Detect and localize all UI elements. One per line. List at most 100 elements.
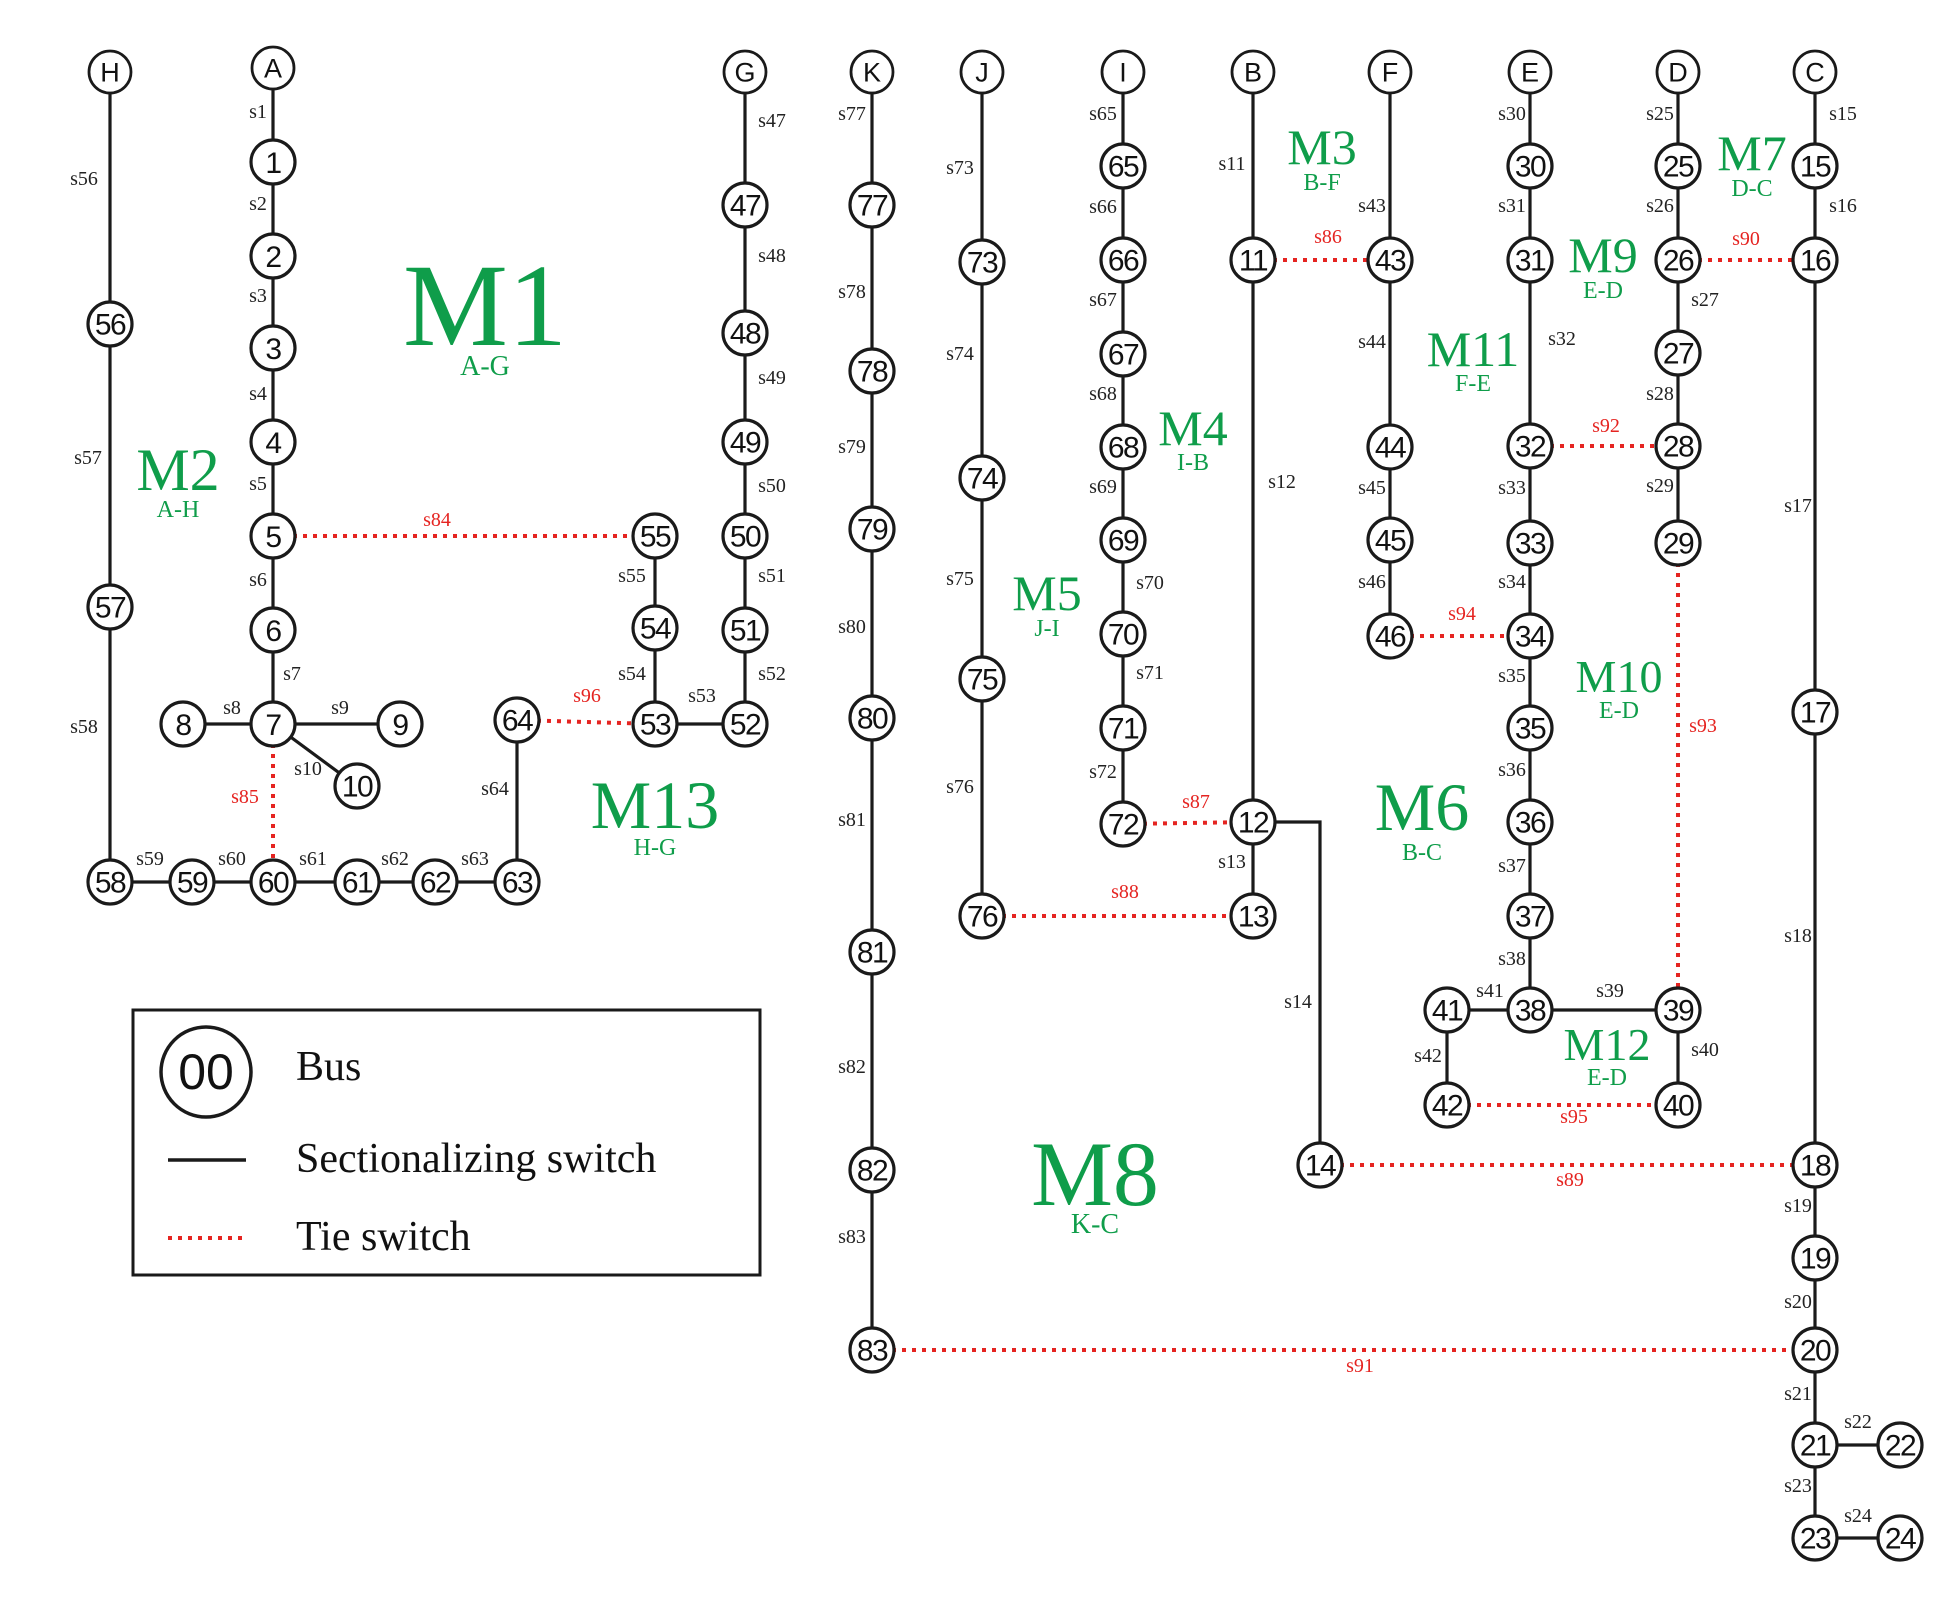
bus-node-4: 4 [249,418,297,466]
bus-circle-49 [721,418,769,466]
bus-circle-36 [1506,798,1554,846]
bus-circle-12 [1229,798,1277,846]
switch-label-s49: s49 [758,367,786,389]
bus-node-2: 2 [249,232,297,280]
bus-circle-34 [1506,612,1554,660]
bus-label-63: 63 [502,866,533,899]
bus-label-26: 26 [1663,244,1694,277]
bus-node-67: 67 [1099,330,1147,378]
bus-circle-39 [1654,986,1702,1034]
bus-circle-5 [249,512,297,560]
bus-label-69: 69 [1108,524,1139,557]
switch-label-s18: s18 [1784,925,1812,947]
region-sub-m12: E-D [1587,1065,1627,1091]
switch-label-s54: s54 [618,663,646,685]
switch-label-s94: s94 [1448,603,1476,625]
source-circle-B [1230,49,1276,95]
switch-label-s74: s74 [946,343,974,365]
bus-node-34: 34 [1506,612,1554,660]
bus-circle-32 [1506,422,1554,470]
bus-label-55: 55 [640,520,671,553]
switch-label-s56: s56 [70,168,98,190]
region-sub-m4: I-B [1177,450,1209,476]
bus-node-54: 54 [631,604,679,652]
bus-circle-54 [631,604,679,652]
bus-circle-50 [721,512,769,560]
bus-circle-57 [86,583,134,631]
switch-label-s14: s14 [1284,991,1312,1013]
bus-node-59: 59 [168,858,216,906]
bus-node-49: 49 [721,418,769,466]
source-node-D: D [1655,49,1701,95]
bus-node-76: 76 [958,892,1006,940]
bus-label-19: 19 [1800,1242,1831,1275]
bus-circle-48 [721,309,769,357]
bus-node-77: 77 [848,181,896,229]
bus-node-19: 19 [1791,1234,1839,1282]
bus-label-80: 80 [857,702,888,735]
bus-node-38: 38 [1506,986,1554,1034]
switch-label-s64: s64 [481,778,509,800]
bus-circle-14 [1296,1141,1344,1189]
bus-label-66: 66 [1108,244,1139,277]
bus-label-43: 43 [1375,244,1406,277]
bus-circle-44 [1366,423,1414,471]
bus-circle-62 [411,858,459,906]
source-label-I: I [1119,58,1127,88]
region-sub-m5: J-I [1034,616,1059,642]
bus-circle-66 [1099,236,1147,284]
bus-node-65: 65 [1099,142,1147,190]
source-circle-J [959,49,1005,95]
bus-node-26: 26 [1654,236,1702,284]
bus-node-62: 62 [411,858,459,906]
source-label-E: E [1521,58,1539,88]
bus-node-56: 56 [86,300,134,348]
region-name-m5: M5 [1012,565,1081,621]
region-sub-m8: K-C [1071,1209,1119,1240]
source-circle-I [1100,49,1146,95]
switch-label-s8: s8 [223,697,241,719]
bus-label-53: 53 [640,708,671,741]
switch-label-s15: s15 [1829,103,1857,125]
switch-label-s63: s63 [461,848,489,870]
switch-label-s28: s28 [1646,383,1674,405]
bus-circle-70 [1099,610,1147,658]
bus-node-55: 55 [631,512,679,560]
bus-label-40: 40 [1663,1089,1694,1122]
bus-label-41: 41 [1432,994,1463,1027]
bus-label-30: 30 [1515,150,1546,183]
switch-label-s84: s84 [423,509,451,531]
bus-circle-11 [1229,236,1277,284]
switch-label-s76: s76 [946,776,974,798]
source-label-D: D [1668,58,1688,88]
switch-label-s11: s11 [1218,153,1245,175]
switch-label-s6: s6 [249,569,267,591]
switch-label-s81: s81 [838,809,866,831]
bus-circle-42 [1423,1081,1471,1129]
bus-node-6: 6 [249,606,297,654]
switch-label-s79: s79 [838,436,866,458]
bus-node-12: 12 [1229,798,1277,846]
bus-circle-53 [631,700,679,748]
bus-node-63: 63 [493,858,541,906]
bus-circle-80 [848,694,896,742]
bus-node-50: 50 [721,512,769,560]
bus-label-67: 67 [1108,338,1139,371]
bus-circle-35 [1506,704,1554,752]
bus-node-75: 75 [958,655,1006,703]
source-circle-H [87,49,133,95]
bus-node-82: 82 [848,1146,896,1194]
bus-node-21: 21 [1791,1421,1839,1469]
bus-label-83: 83 [857,1334,888,1367]
switch-label-s12: s12 [1268,471,1296,493]
switch-label-s4: s4 [249,383,267,405]
bus-circle-27 [1654,329,1702,377]
switch-label-s33: s33 [1498,477,1526,499]
switch-label-s75: s75 [946,568,974,590]
bus-node-74: 74 [958,454,1006,502]
bus-circle-3 [249,324,297,372]
bus-node-31: 31 [1506,236,1554,284]
bus-circle-4 [249,418,297,466]
bus-circle-31 [1506,236,1554,284]
